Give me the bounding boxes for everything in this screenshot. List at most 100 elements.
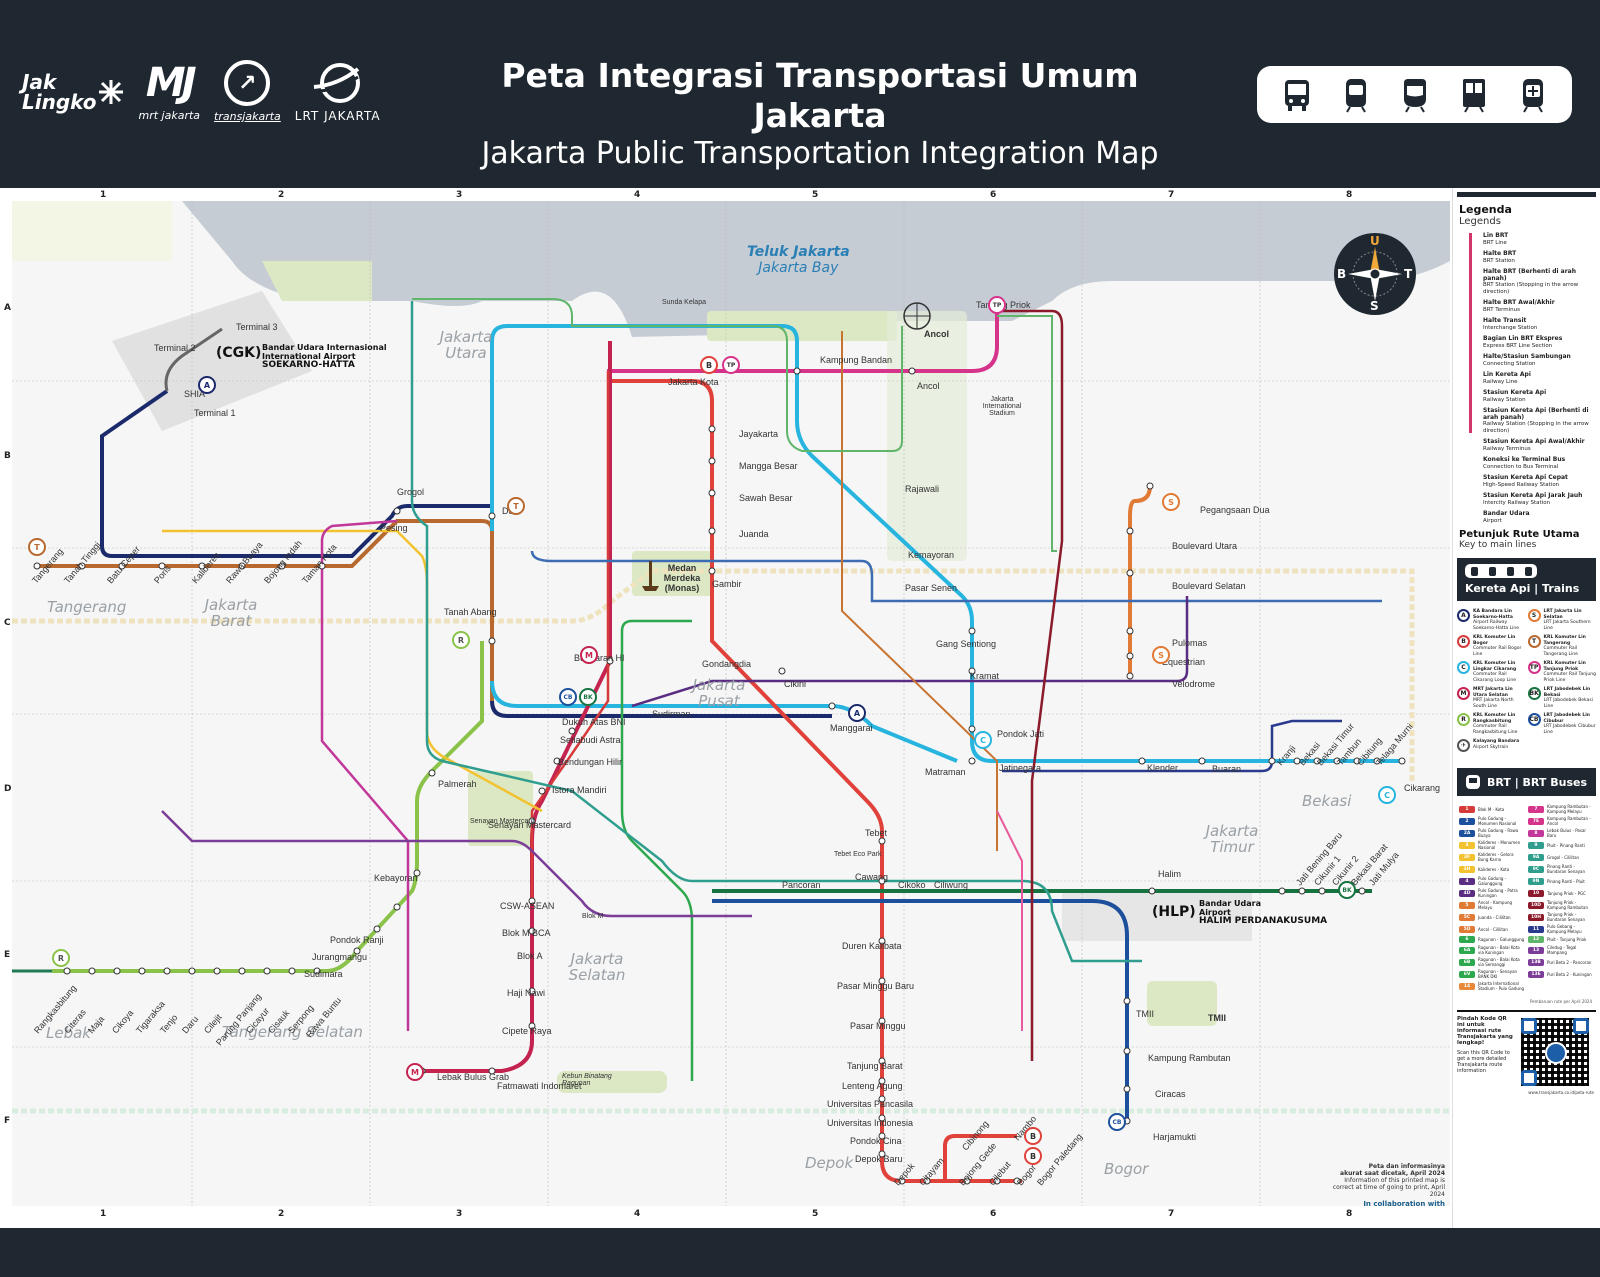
station-label[interactable]: Sudimara — [304, 969, 343, 979]
station-label[interactable]: Cipete Raya — [502, 1026, 552, 1036]
station-label[interactable]: Kramat — [970, 671, 1000, 681]
corridor-badge: 7 — [1528, 805, 1544, 813]
station-label[interactable]: Depok Baru — [855, 1154, 903, 1164]
station-label[interactable]: Boulevard Selatan — [1172, 581, 1246, 591]
station-label[interactable]: Mangga Besar — [739, 461, 798, 471]
station-label[interactable]: Pondok Ranji — [330, 935, 384, 945]
station-label[interactable]: Pasar Minggu Baru — [837, 981, 915, 991]
station-label[interactable]: Kampung Rambutan — [1148, 1053, 1231, 1063]
station-label[interactable]: Manggarai — [830, 723, 873, 733]
station-label[interactable]: Cikoko — [898, 880, 926, 890]
station-label[interactable]: Grogol — [397, 487, 425, 497]
station-label[interactable]: Buaran — [1212, 764, 1242, 774]
station-label[interactable]: Ciracas — [1155, 1089, 1186, 1099]
station-label[interactable]: Pancoran — [782, 880, 821, 890]
station-label[interactable]: Jayakarta — [739, 429, 779, 439]
station-label[interactable]: Kebayoran — [374, 873, 418, 883]
station-label[interactable]: Jurangmangu — [312, 952, 368, 962]
station-label[interactable]: Istora Mandiri — [552, 785, 607, 795]
station-label[interactable]: Gondangdia — [702, 659, 752, 669]
station-label[interactable]: Velodrome — [1172, 679, 1216, 689]
station-label[interactable]: Halim — [1158, 869, 1182, 879]
station-label[interactable]: Terminal 2 — [154, 343, 196, 353]
line-badge-tanjung-priok: TP — [722, 356, 740, 374]
station-label[interactable]: Boulevard Utara — [1172, 541, 1238, 551]
station-label[interactable]: Senayan Mastercard — [488, 820, 572, 830]
station-label[interactable]: Blok A — [517, 951, 543, 961]
train-line-badge: S — [1527, 609, 1541, 622]
station-label[interactable]: Equestrian — [1162, 657, 1206, 667]
station-label[interactable]: Cawang — [855, 872, 889, 882]
station-label[interactable]: Tebet — [865, 828, 888, 838]
station-label[interactable]: Juanda — [739, 529, 769, 539]
station-label[interactable]: Palmerah — [438, 779, 477, 789]
station-label[interactable]: Matraman — [925, 767, 966, 777]
station-label[interactable]: Lebak Bulus Grab — [437, 1072, 510, 1082]
landmark-monas: Medan Merdeka (Monas) — [663, 563, 701, 593]
station-label[interactable]: Pesing — [380, 523, 408, 533]
line-badge-cikarang-east: C — [1378, 786, 1396, 804]
transit-map[interactable]: Teluk Jakarta Jakarta Bay U S B T Jakart… — [12, 201, 1450, 1206]
station-label[interactable]: Universitas Indonesia — [827, 1118, 914, 1128]
region-jakarta-barat: Jakarta Barat — [204, 596, 258, 630]
station-label[interactable]: Pondok Cina — [850, 1136, 902, 1146]
qr-code[interactable] — [1519, 1016, 1591, 1088]
station-label[interactable]: Bendungan Hilir — [558, 757, 623, 767]
station-label[interactable]: Pegangsaan Dua — [1200, 505, 1270, 515]
station-label[interactable]: Pasar Senen — [905, 583, 958, 593]
station-label[interactable]: Klender — [1147, 763, 1179, 773]
station-label[interactable]: Tanjung Barat — [847, 1061, 903, 1071]
grid-col-label: 8 — [1346, 190, 1353, 200]
landmark-ancol: Ancol — [924, 329, 950, 339]
station-label[interactable]: Kemayoran — [908, 550, 955, 560]
station-label[interactable]: Universitas Pancasila — [827, 1099, 914, 1109]
station-label[interactable]: Ciliwung — [934, 880, 969, 890]
station-label[interactable]: Gambir — [712, 579, 742, 589]
station-label[interactable]: Ancol — [917, 381, 940, 391]
station-label[interactable]: Terminal 1 — [194, 408, 236, 418]
station-label[interactable]: Fatmawati Indomaret — [497, 1081, 582, 1091]
station-label[interactable]: Sudirman — [652, 709, 691, 719]
station-label[interactable]: Rajawali — [905, 484, 940, 494]
station-label[interactable]: Cikini — [784, 679, 807, 689]
station-label[interactable]: Pasar Minggu — [850, 1021, 906, 1031]
station-label[interactable]: Gang Sentiong — [936, 639, 997, 649]
grid-col-label: 3 — [456, 190, 463, 200]
station-label[interactable]: Kampung Bandan — [820, 355, 893, 365]
grid-col-label: 7 — [1168, 190, 1175, 200]
line-badge-mrt: M — [580, 646, 598, 664]
station-label[interactable]: Terminal 3 — [236, 322, 278, 332]
station-label[interactable]: Duren Kalibata — [842, 941, 902, 951]
station-label[interactable]: SHIA — [184, 389, 206, 399]
station-label[interactable]: TMII — [1136, 1009, 1154, 1019]
grid-col-label: 1 — [100, 190, 107, 200]
hlp-airport-label: Bandar Udara Airport HALIM PERDANAKUSUMA — [1199, 899, 1328, 926]
station-label[interactable]: Dukuh Atas BNI — [562, 717, 626, 727]
station-label[interactable]: Sawah Besar — [739, 493, 793, 503]
grid-col-label: 5 — [812, 190, 819, 200]
station-label[interactable]: Harjamukti — [1153, 1132, 1197, 1142]
station-label[interactable]: Pulomas — [1172, 638, 1208, 648]
station-label[interactable]: CSW-ASEAN — [500, 901, 555, 911]
station-label[interactable]: Cikarang — [1404, 783, 1441, 793]
train-line-badge: R — [1457, 713, 1470, 726]
jaklingko-logo: Jak Lingko — [22, 72, 124, 112]
qr-url[interactable]: www.transjakarta.co.id/peta-rute — [1528, 1090, 1594, 1095]
station-label[interactable]: Jakarta Kota — [668, 377, 719, 387]
station-label[interactable]: Haji Nawi — [507, 988, 546, 998]
grid-col-label: 2 — [278, 190, 285, 200]
station-label[interactable]: Blok M BCA — [502, 928, 551, 938]
station-label[interactable]: Lenteng Agung — [842, 1081, 903, 1091]
station-label[interactable]: Bundaran HI — [574, 653, 625, 663]
station-label[interactable]: Jatinegara — [999, 763, 1042, 773]
station-label[interactable]: Pondok Jati — [997, 729, 1045, 739]
corridor-badge: 9 — [1528, 841, 1544, 849]
station-label[interactable]: Setiabudi Astra — [560, 735, 621, 745]
transjakarta-logo-icon — [1545, 1042, 1567, 1064]
station-label[interactable]: Tanah Abang — [444, 607, 497, 617]
